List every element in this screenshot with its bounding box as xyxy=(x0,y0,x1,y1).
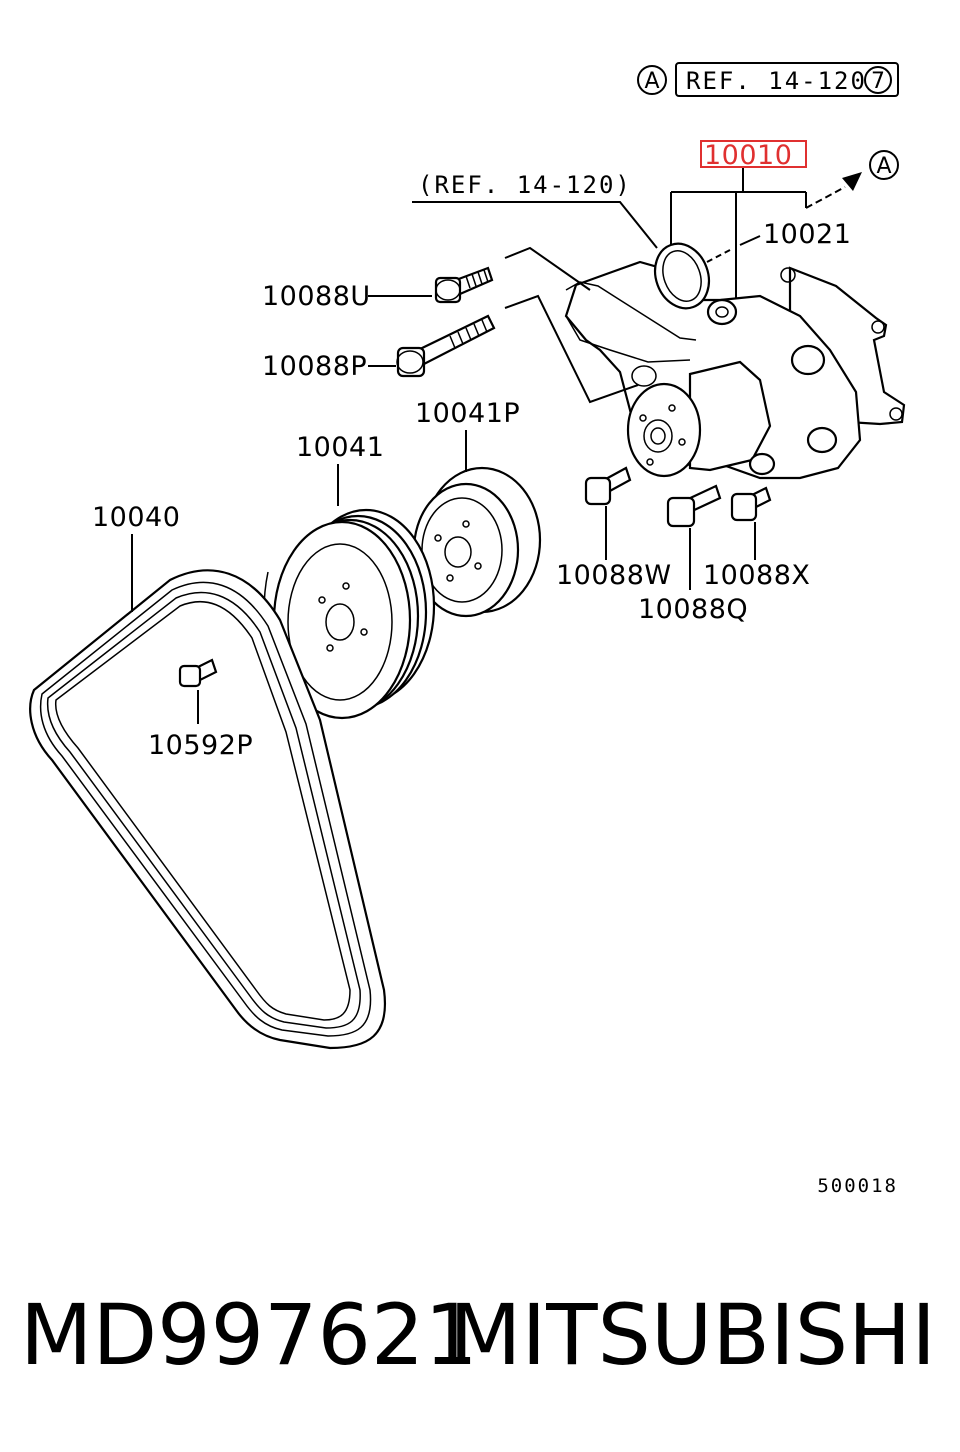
label-10021[interactable]: 10021 xyxy=(763,219,851,250)
label-10088u[interactable]: 10088U xyxy=(262,281,371,312)
highlight-label: 10010 xyxy=(704,140,792,171)
pump-hub xyxy=(626,382,702,478)
ref-box-top: A REF. 14-120 7 xyxy=(637,62,899,97)
leader-10010 xyxy=(670,168,807,300)
ref-box-number: 7 xyxy=(871,69,885,94)
label-10088w[interactable]: 10088W xyxy=(556,560,672,591)
highlight-box xyxy=(700,140,807,168)
label-10088q[interactable]: 10088Q xyxy=(638,594,748,625)
leader-10021 xyxy=(739,235,761,246)
water-pump[interactable] xyxy=(564,236,906,480)
ref-text: (REF. 14-120) xyxy=(418,171,632,199)
arrow-to-a: A xyxy=(805,150,899,209)
bolt-10088p[interactable] xyxy=(396,314,496,378)
label-10041p[interactable]: 10041P xyxy=(415,398,520,429)
part-number: MD997621 xyxy=(20,1286,478,1384)
bolt-10088x[interactable] xyxy=(730,486,772,522)
leader-ref xyxy=(412,201,658,249)
label-10088x[interactable]: 10088X xyxy=(703,560,810,591)
bolt-10088u[interactable] xyxy=(434,266,494,304)
bolt-10592p[interactable] xyxy=(178,658,218,688)
label-10040[interactable]: 10040 xyxy=(92,502,180,533)
bolt-10088w[interactable] xyxy=(584,466,632,506)
diagram-code: 500018 xyxy=(817,1175,898,1197)
ref-marker-a: A xyxy=(644,69,659,94)
brand-name: MITSUBISHI xyxy=(449,1286,936,1384)
label-10592p[interactable]: 10592P xyxy=(148,730,253,761)
bolt-10088q[interactable] xyxy=(666,484,722,528)
belt-10040[interactable] xyxy=(29,569,387,1050)
ref-box-text: REF. 14-120 xyxy=(686,67,867,95)
label-10041[interactable]: 10041 xyxy=(296,432,384,463)
o-ring xyxy=(653,242,711,310)
highlight-10010[interactable]: 10010 xyxy=(700,140,807,171)
arrow-marker-a: A xyxy=(876,154,891,179)
pulley-10041[interactable] xyxy=(263,508,436,720)
label-10088p[interactable]: 10088P xyxy=(262,351,367,382)
pulley-10041p[interactable] xyxy=(412,466,542,618)
